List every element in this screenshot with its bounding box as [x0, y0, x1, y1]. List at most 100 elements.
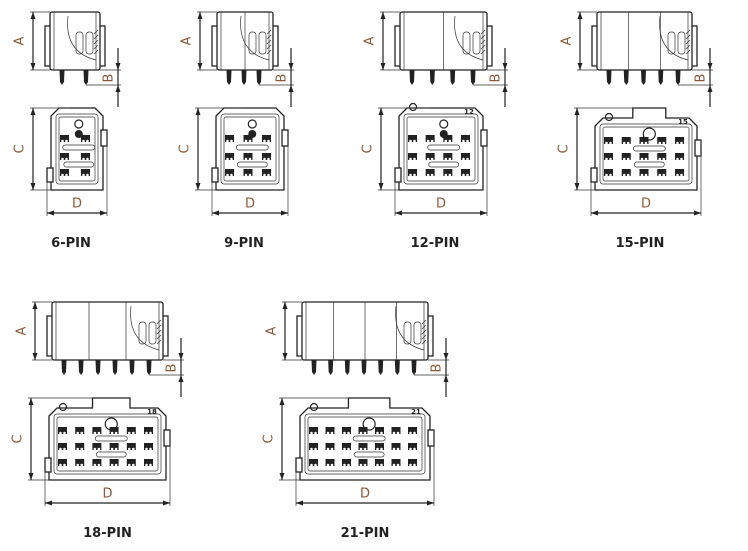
pin-cavity — [243, 153, 253, 160]
pin-cavity-hole — [347, 447, 350, 451]
contact-cutaway — [85, 31, 94, 55]
dimension-d-label: D — [360, 487, 370, 502]
pin-cavity-hole — [680, 141, 683, 145]
hatch-line — [480, 39, 486, 45]
pin-cavity-hole — [426, 139, 430, 143]
connector-label: 6-PIN — [51, 236, 91, 251]
pin-cavity-hole — [409, 173, 412, 177]
arrowhead — [195, 108, 201, 115]
pin-cavity-hole — [359, 431, 363, 435]
arrowhead — [288, 63, 294, 70]
hatch-line — [480, 29, 486, 35]
pin-cavity — [657, 137, 667, 144]
hatch-line — [266, 34, 272, 40]
pin-cavity-hole — [128, 447, 131, 451]
pin-cavity-hole — [93, 463, 97, 467]
pin-cavity-hole — [145, 431, 148, 435]
pin-cavity — [675, 169, 684, 176]
pin-cavity-hole — [263, 139, 266, 143]
pin-cavity — [408, 427, 417, 434]
tpa-bar — [95, 451, 127, 458]
polarization-key-icon — [247, 119, 257, 129]
pin-cavity-hole — [63, 463, 66, 467]
pin-cavity-hole — [267, 173, 270, 177]
pin-cavity-hole — [376, 463, 379, 467]
latch-left — [295, 457, 303, 473]
pin-cavity-hole — [149, 463, 152, 467]
pin-cavity-hole — [640, 141, 644, 145]
pin-cavity — [408, 443, 417, 450]
hatch-line — [421, 339, 427, 345]
side-view: AB — [180, 11, 294, 107]
pin-cavity-hole — [97, 463, 101, 467]
pin-cavity — [391, 427, 401, 434]
arrowhead — [115, 85, 121, 92]
mounting-hole-icon — [408, 102, 418, 112]
pin-cavity-hole — [226, 173, 229, 177]
pin-cavity — [325, 443, 335, 450]
pin-cavity — [375, 427, 384, 434]
pin-cavity-hole — [658, 173, 662, 177]
pin-cavity-hole — [230, 173, 233, 177]
pin-cavity — [58, 443, 67, 450]
polarization-key-icon — [74, 119, 84, 129]
pin-cavity-hole — [466, 157, 469, 161]
pin-cavity-hole — [230, 139, 233, 143]
arrowhead — [47, 210, 54, 216]
arrowhead — [707, 63, 713, 70]
hatch-line — [421, 329, 427, 335]
contact-cutaway — [248, 31, 257, 55]
mounting-hole-icon — [604, 112, 614, 122]
pin — [241, 70, 247, 85]
cutaway-outline — [240, 15, 270, 61]
pin-cavity-hole — [80, 447, 83, 451]
pin-cavity — [225, 135, 234, 142]
pin-cavity-hole — [462, 157, 465, 161]
arrowhead — [163, 500, 170, 506]
pin-cavity-hole — [330, 431, 334, 435]
pin-cavity — [60, 135, 69, 142]
pin-cavity-hole — [444, 173, 448, 177]
pin-cavity-hole — [658, 157, 662, 161]
hatch-line — [93, 39, 99, 45]
pin-cavity-hole — [226, 139, 229, 143]
cavity-outline — [403, 113, 479, 185]
pin-cavity-hole — [363, 447, 367, 451]
contact-cutaway — [258, 31, 267, 55]
pin — [61, 360, 67, 375]
pin-cavity — [109, 459, 119, 466]
mounting-hole-icon — [309, 402, 319, 412]
dimension-b-label: B — [694, 74, 709, 83]
tpa-bar — [427, 144, 461, 151]
housing-body — [51, 301, 164, 361]
arrowhead — [28, 473, 34, 480]
pin-cavity-hole — [409, 463, 412, 467]
pin-cavity-hole — [363, 463, 367, 467]
pin-cavity-hole — [314, 431, 317, 435]
hatch-line — [266, 29, 272, 35]
pin — [146, 360, 152, 375]
pin-cavity-hole — [426, 173, 430, 177]
pin-cavity — [408, 169, 417, 176]
pin-cavity-hole — [662, 141, 666, 145]
pin-cavity-hole — [59, 463, 62, 467]
pin-cavity-hole — [149, 431, 152, 435]
hatch-line — [156, 329, 162, 335]
pin — [409, 70, 415, 85]
pin-cavity-hole — [409, 139, 412, 143]
pin-cavity-hole — [609, 141, 612, 145]
pin-cavity-hole — [622, 141, 626, 145]
tpa-bar — [63, 161, 95, 168]
pin-cavity-hole — [430, 173, 434, 177]
pin-count-mark: 12 — [464, 108, 474, 116]
pin-cavity-hole — [149, 447, 152, 451]
pin-cavity-hole — [676, 157, 679, 161]
arrowhead — [296, 500, 303, 506]
pin-cavity — [75, 443, 85, 450]
pin-cavity-hole — [392, 463, 396, 467]
